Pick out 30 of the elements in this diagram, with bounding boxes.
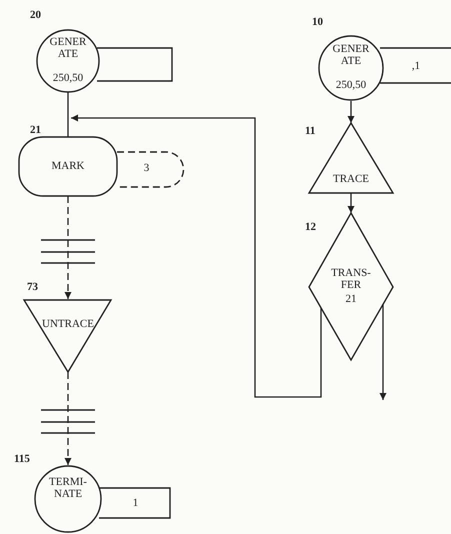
operand-text: 21 — [344, 293, 358, 305]
block-number: 11 — [305, 125, 316, 137]
arrow — [71, 114, 322, 398]
block-label: MARK — [50, 160, 86, 172]
block-label: GENER ATE — [48, 36, 88, 60]
block-label: GENER ATE — [332, 43, 370, 67]
operand-text: 250,50 — [334, 79, 368, 91]
arrow — [348, 101, 354, 123]
generate-block — [318, 35, 451, 101]
block-number: 73 — [27, 281, 38, 293]
arrow — [348, 193, 354, 213]
operand-text: 250,50 — [52, 72, 84, 84]
arrow — [64, 372, 72, 465]
operand-text: ,1 — [410, 60, 422, 72]
block-label: UNTRACE — [41, 318, 95, 330]
block-label: TERMI- NATE — [48, 476, 88, 500]
block-number: 115 — [14, 453, 30, 465]
arrow — [380, 304, 386, 400]
block-number: 10 — [312, 16, 323, 28]
block-number: 20 — [30, 9, 41, 21]
untrace-block — [24, 299, 112, 373]
block-number: 12 — [305, 221, 316, 233]
arrow — [64, 196, 72, 299]
block-number: 21 — [30, 124, 41, 136]
operand-text: 3 — [142, 162, 150, 174]
terminate-block — [34, 465, 172, 533]
block-label: TRACE — [332, 173, 370, 185]
block-label: TRANS- FER — [330, 267, 372, 291]
operand-text: 1 — [132, 497, 140, 509]
mark-block — [19, 137, 185, 197]
